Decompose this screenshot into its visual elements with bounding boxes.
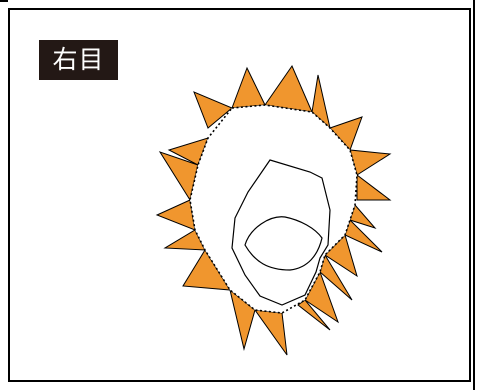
inner-outline-shape [231, 159, 331, 306]
inner-oval-shape [244, 216, 323, 271]
right-eye-label-text: 右目 [52, 45, 105, 74]
spike-triangle [155, 199, 196, 231]
spike-triangle [356, 173, 392, 201]
spike-triangle [264, 64, 313, 113]
spike-triangle [349, 149, 392, 176]
spike-triangle [297, 299, 331, 331]
spike-triangle [253, 309, 288, 356]
spike-triangle [231, 66, 266, 109]
frame-right-edge [473, 0, 475, 390]
frame-corner [0, 0, 8, 2]
right-eye-label: 右目 [39, 40, 118, 80]
dotted-boundary [189, 104, 358, 314]
spike-triangle [193, 91, 233, 129]
